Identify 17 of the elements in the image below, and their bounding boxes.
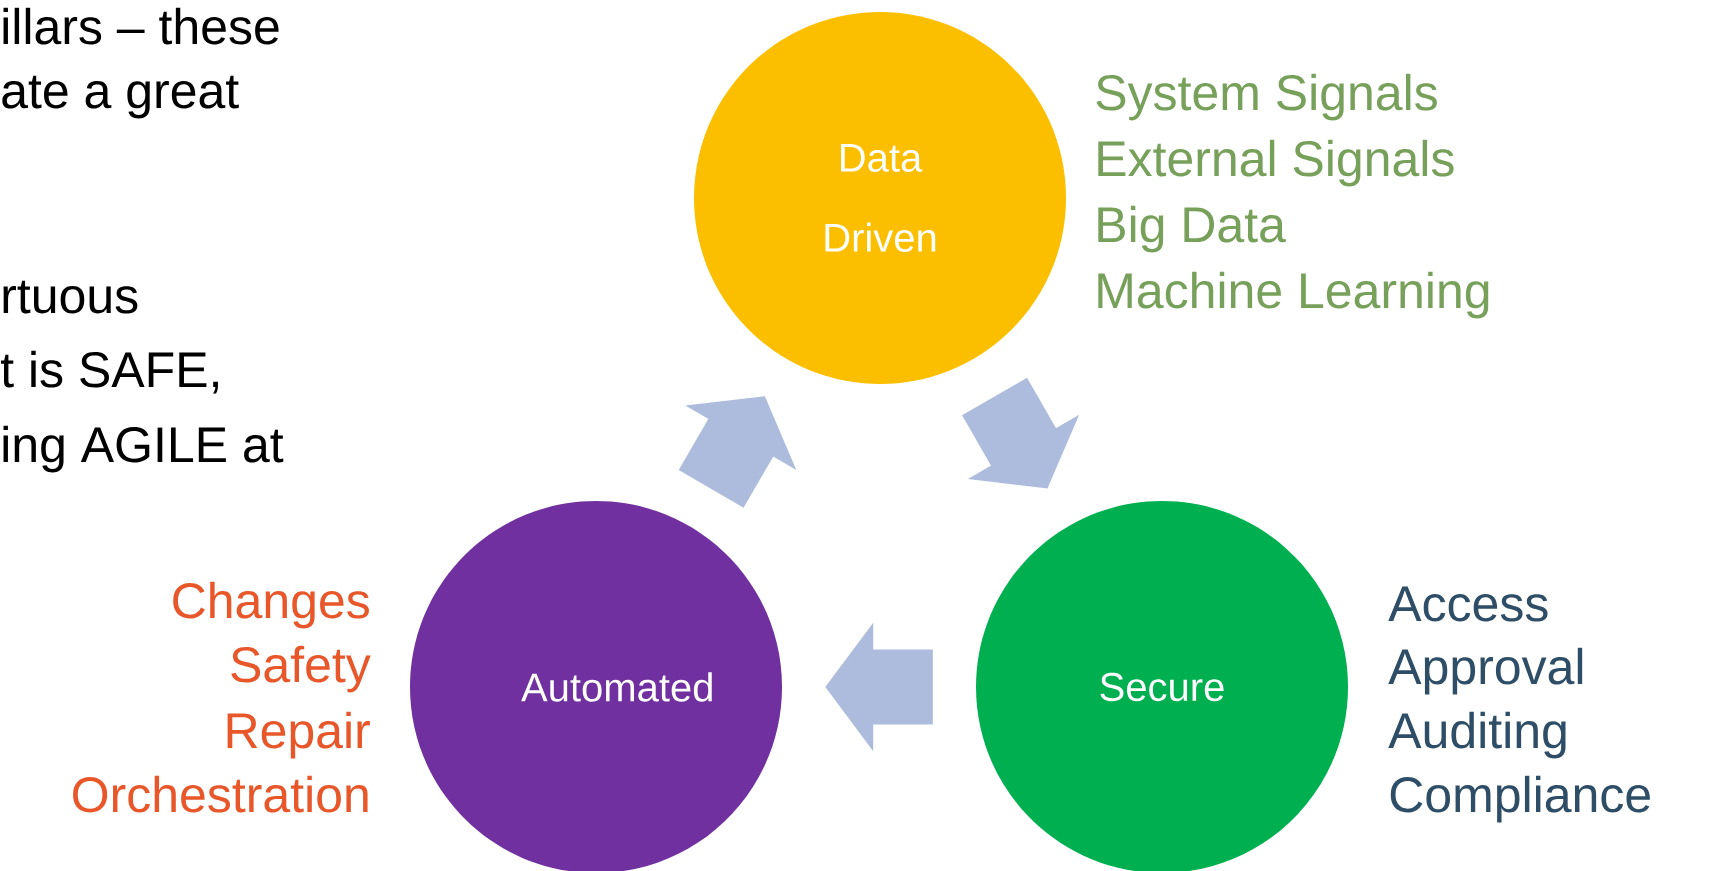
list-item: Repair (227, 711, 370, 759)
list-item: Orchestration (73, 775, 368, 813)
list-item: Compliance (1390, 775, 1650, 823)
list-item: Big Data (1098, 205, 1286, 253)
list-item: Auditing (1388, 711, 1566, 759)
list-item: Machine Learning (1098, 271, 1489, 319)
body-text: rtuous (3, 280, 138, 314)
list-item: System Signals (1096, 73, 1437, 121)
list-item: External Signals (1098, 139, 1454, 187)
body-text: t is SAFE, (0, 350, 218, 394)
list-item: Approval (1388, 647, 1583, 695)
list-item: Safety (231, 645, 371, 693)
list-item: Changes (173, 581, 369, 629)
list-item: Access (1388, 586, 1548, 622)
body-text: illars – these (3, 7, 279, 45)
body-text: ing AGILE at (3, 425, 284, 473)
body-text: ate a great (2, 75, 239, 119)
